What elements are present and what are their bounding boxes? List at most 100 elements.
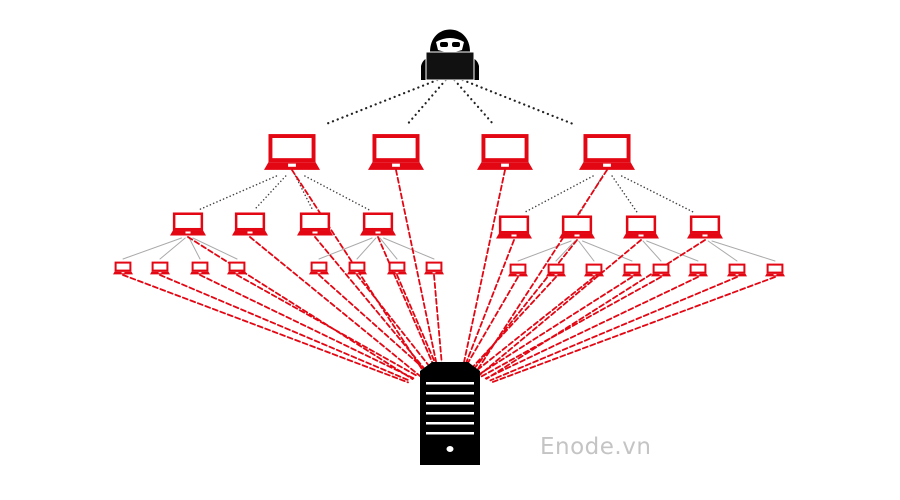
laptop-trackpad: [501, 163, 509, 167]
control-link: [646, 240, 699, 262]
bot-laptop-icon: [765, 263, 785, 277]
attack-link: [480, 276, 662, 378]
attack-link: [187, 236, 414, 381]
laptop-display: [692, 218, 718, 231]
laptop-display: [312, 263, 326, 270]
hacker-mask: [436, 38, 464, 52]
control-link: [383, 237, 435, 260]
laptop-display: [230, 263, 244, 270]
laptop-trackpad: [592, 274, 596, 276]
attack-link: [236, 274, 420, 378]
hacker-eye: [440, 42, 448, 47]
server-slot: [426, 422, 474, 425]
control-link: [578, 240, 595, 262]
attack-link: [476, 276, 633, 377]
laptop-trackpad: [516, 274, 520, 276]
bot-laptop-icon: [150, 261, 170, 275]
laptop-display: [654, 265, 668, 272]
laptop-trackpad: [158, 272, 162, 274]
laptop-trackpad: [288, 163, 296, 167]
attack-link: [377, 236, 437, 371]
laptop-display: [376, 138, 416, 159]
laptop-trackpad: [603, 163, 611, 167]
attack-link: [472, 276, 595, 375]
control-link: [453, 78, 496, 127]
bot-laptop-icon: [622, 263, 642, 277]
attack-link: [318, 274, 430, 374]
laptop-trackpad: [554, 274, 558, 276]
watermark: Enode.vn: [540, 434, 652, 460]
control-link: [122, 237, 182, 260]
laptop-trackpad: [511, 234, 517, 237]
laptop-display: [153, 263, 167, 270]
laptop-display: [485, 138, 525, 159]
control-link: [188, 237, 201, 260]
laptop-trackpad: [574, 234, 580, 237]
bot-laptop-icon: [496, 215, 532, 239]
laptop-display: [511, 265, 525, 272]
control-link: [356, 237, 377, 260]
laptop-trackpad: [392, 163, 400, 167]
control-link: [555, 240, 576, 262]
laptop-display: [427, 263, 441, 270]
bot-laptop-icon: [727, 263, 747, 277]
laptop-trackpad: [432, 272, 436, 274]
control-link: [707, 240, 738, 262]
control-link: [159, 237, 186, 260]
control-link: [304, 175, 371, 211]
laptop-trackpad: [375, 231, 381, 234]
laptop-display: [365, 215, 391, 228]
server-slot: [426, 382, 474, 385]
attack-link: [485, 239, 706, 380]
links: [122, 78, 776, 384]
handler-laptop-icon: [264, 134, 320, 170]
bot-laptop-icon: [546, 263, 566, 277]
laptop-display: [302, 215, 328, 228]
laptop-trackpad: [198, 272, 202, 274]
attack-link: [463, 276, 519, 371]
hacker-laptop: [425, 51, 475, 81]
laptop-display: [116, 263, 130, 270]
server-slot: [426, 432, 474, 435]
bot-laptop-icon: [309, 261, 329, 275]
laptop-display: [237, 215, 263, 228]
control-link: [620, 175, 696, 214]
control-link: [711, 240, 776, 262]
control-link: [642, 240, 662, 262]
laptop-trackpad: [312, 231, 318, 234]
control-link: [197, 175, 278, 211]
laptop-trackpad: [317, 272, 321, 274]
bot-laptop-icon: [559, 215, 595, 239]
server-slot: [426, 402, 474, 405]
bot-laptop-icon: [387, 261, 407, 275]
laptop-trackpad: [121, 272, 125, 274]
bot-laptop-icon: [170, 212, 206, 236]
attack-link: [159, 274, 411, 382]
bot-laptop-icon: [687, 215, 723, 239]
attack-link: [122, 274, 409, 384]
attack-link: [199, 274, 415, 380]
laptop-display: [501, 218, 527, 231]
attack-link: [395, 169, 439, 370]
laptop-display: [625, 265, 639, 272]
attack-link: [461, 169, 506, 370]
bot-laptop-icon: [190, 261, 210, 275]
control-link: [294, 175, 314, 211]
bot-laptop-icon: [232, 212, 268, 236]
attack-link: [314, 236, 429, 374]
control-link: [405, 78, 447, 127]
bot-laptop-icon: [424, 261, 444, 275]
laptop-display: [549, 265, 563, 272]
control-link: [322, 78, 439, 127]
handler-laptop-icon: [579, 134, 635, 170]
control-link: [522, 175, 594, 214]
bot-laptop-icon: [623, 215, 659, 239]
laptop-trackpad: [630, 274, 634, 276]
bot-laptop-icon: [360, 212, 396, 236]
laptop-trackpad: [659, 274, 663, 276]
attack-link: [484, 276, 699, 380]
laptop-display: [691, 265, 705, 272]
attack-link: [491, 276, 776, 384]
bot-laptop-icon: [347, 261, 367, 275]
